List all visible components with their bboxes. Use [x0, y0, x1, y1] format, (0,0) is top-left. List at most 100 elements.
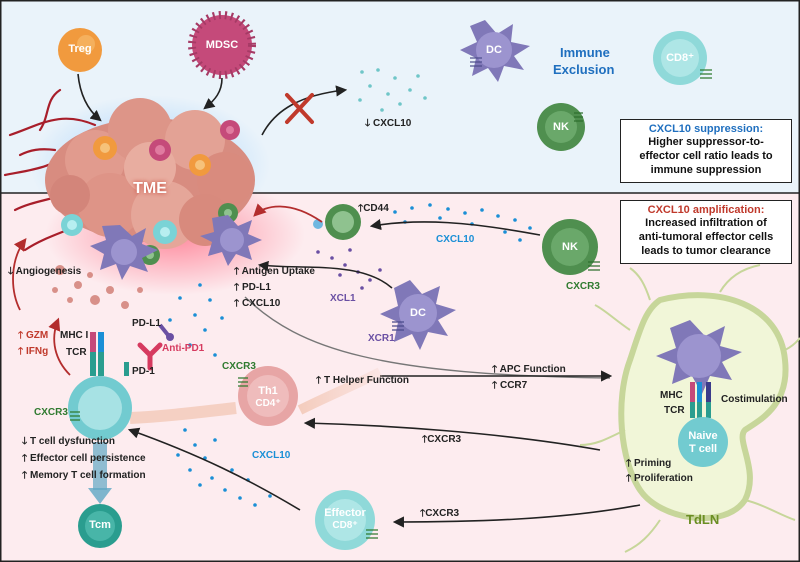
priming-text: Priming: [633, 458, 672, 469]
naive-label: Naive: [688, 430, 718, 442]
costimulation-label: Costimulation: [721, 394, 788, 405]
tumor-resident-cells: [61, 120, 240, 265]
priming-label: 🡑 Priming: [626, 458, 671, 470]
tcr-left-label: TCR: [66, 347, 87, 358]
amplification-box: CXCL10 amplification: Increased infiltra…: [620, 200, 792, 264]
nk-top-cell: [537, 103, 585, 151]
dc-top-label: DC: [486, 44, 502, 56]
up-arrow-icon: 🡑: [626, 473, 632, 484]
t-helper-text: T Helper Function: [323, 375, 409, 386]
cxcr3-arrow-effector: [392, 504, 641, 528]
up-arrow-icon: 🡑: [422, 434, 428, 445]
cxcr3-nk-label: CXCR3: [566, 281, 600, 292]
cxcl10-up-text: CXCL10: [241, 298, 281, 309]
apc-function-text: APC Function: [499, 364, 566, 375]
cxcl10-arrow-upper: [369, 219, 541, 236]
block-x-icon: [285, 93, 314, 124]
anti-pd1-label: Anti-PD1: [162, 343, 205, 354]
tumor-debris: [52, 265, 143, 309]
amplification-line-1: Increased infiltration of: [645, 217, 767, 229]
t-helper-label: 🡑 T Helper Function: [316, 375, 409, 387]
th1-fade-arrow-right: [297, 367, 383, 415]
anti-pd1-antibody: [137, 342, 163, 371]
cxcr3-th1-label: CXCR3: [222, 361, 256, 372]
down-arrow-icon: 🡓: [22, 436, 28, 447]
up-arrow-icon: 🡑: [18, 346, 24, 357]
up-arrow-icon: 🡑: [234, 266, 240, 277]
antigen-uptake-label: 🡑 Antigen Uptake: [234, 266, 315, 278]
blocked-arrow: [261, 85, 348, 136]
treg-cell: [58, 28, 102, 72]
mdsc-arrow: [203, 77, 223, 110]
tdln-node: [579, 264, 800, 553]
pd1-label: PD-1: [132, 366, 155, 377]
gzm-arrow: [48, 317, 71, 376]
apc-function-label: 🡑 APC Function: [492, 364, 566, 376]
mdsc-label: MDSC: [205, 39, 239, 51]
pdl1-receptor: [158, 323, 174, 341]
effector-persistence-label: 🡑 Effector cell persistence: [22, 453, 146, 465]
xcl1-label: XCL1: [330, 293, 356, 304]
angiogenesis-arrow: [12, 237, 27, 311]
proliferation-label: 🡑 Proliferation: [626, 473, 693, 485]
tdln-label: TdLN: [686, 512, 720, 527]
th1-label: Th1: [258, 385, 278, 397]
tcm-cell: [78, 504, 122, 548]
cxcl10-dots-tme: [168, 283, 224, 357]
tcell-dysfunction-text: T cell dysfunction: [29, 436, 115, 447]
immune-exclusion-line1: Immune: [560, 45, 610, 60]
pdl1-left-label: PD-L1: [132, 318, 161, 329]
ifng-label: 🡑 IFNg: [18, 346, 48, 358]
cxcr3-low-text: CXCR3: [425, 508, 460, 519]
up-arrow-icon: 🡑: [492, 364, 498, 375]
amplification-line-3: leads to tumor clearance: [641, 245, 771, 257]
effector-cd8-label: CD8⁺: [332, 520, 358, 531]
suppression-line-1: Higher suppressor-to-: [648, 136, 764, 148]
naive-tcell: [678, 417, 728, 467]
pdl1-up-text: PD-L1: [241, 282, 271, 293]
cxcl10-dots-top: [358, 68, 427, 112]
tme-dc-cell-2: [200, 215, 262, 266]
effector-arrow: [127, 427, 301, 511]
amplification-line-2: anti-tumoral effector cells: [638, 231, 774, 243]
up-arrow-icon: 🡑: [22, 470, 28, 481]
mdsc-cell: [188, 11, 256, 79]
xcl1-arrow: [257, 260, 393, 289]
proliferation-text: Proliferation: [633, 473, 693, 484]
nk-top-label: NK: [553, 121, 569, 133]
cxcl10-down-label: 🡓 CXCL10: [365, 118, 411, 130]
cxcl10-dots-lower: [176, 428, 272, 507]
amplification-title: CXCL10 amplification:: [647, 204, 765, 216]
treg-arrow: [77, 73, 102, 122]
pd1-receptor: [124, 362, 129, 376]
suppression-title: CXCL10 suppression:: [648, 123, 764, 135]
treg-label: Treg: [68, 43, 92, 55]
cxcr3-low-label: 🡑CXCR3: [420, 508, 459, 520]
up-arrow-icon: 🡑: [492, 380, 498, 391]
ccr7-label: 🡑 CCR7: [492, 380, 527, 392]
th1-fade-arrow-left: [129, 402, 237, 424]
pdl1-up-label: 🡑 PD-L1: [234, 282, 271, 294]
down-arrow-icon: 🡓: [365, 118, 371, 129]
cxcl10-up-label: 🡑 CXCL10: [234, 298, 280, 310]
up-arrow-icon: 🡑: [234, 282, 240, 293]
up-arrow-icon: 🡑: [22, 453, 28, 464]
th1-cd4-label: CD4⁺: [255, 398, 281, 409]
tcm-label: Tcm: [89, 519, 111, 531]
mhc1-label: MHC I: [60, 330, 89, 341]
angiogenesis-text: Angiogenesis: [15, 266, 82, 277]
left-cd8-tcell: [68, 376, 132, 440]
naive-tcell-label: T cell: [688, 443, 718, 455]
up-arrow-icon: 🡑: [420, 508, 426, 519]
tme-label: TME: [133, 180, 167, 197]
cxcr3-mid-label: 🡑CXCR3: [422, 434, 461, 446]
ln-receptors: [690, 382, 711, 418]
effector-cd8-cell: [315, 490, 378, 550]
gzm-text: GZM: [25, 330, 49, 341]
cd44-text: CD44: [363, 203, 389, 214]
tme-dc-cell: [90, 225, 158, 280]
effector-persistence-text: Effector cell persistence: [29, 453, 146, 464]
up-arrow-icon: 🡑: [234, 298, 240, 309]
